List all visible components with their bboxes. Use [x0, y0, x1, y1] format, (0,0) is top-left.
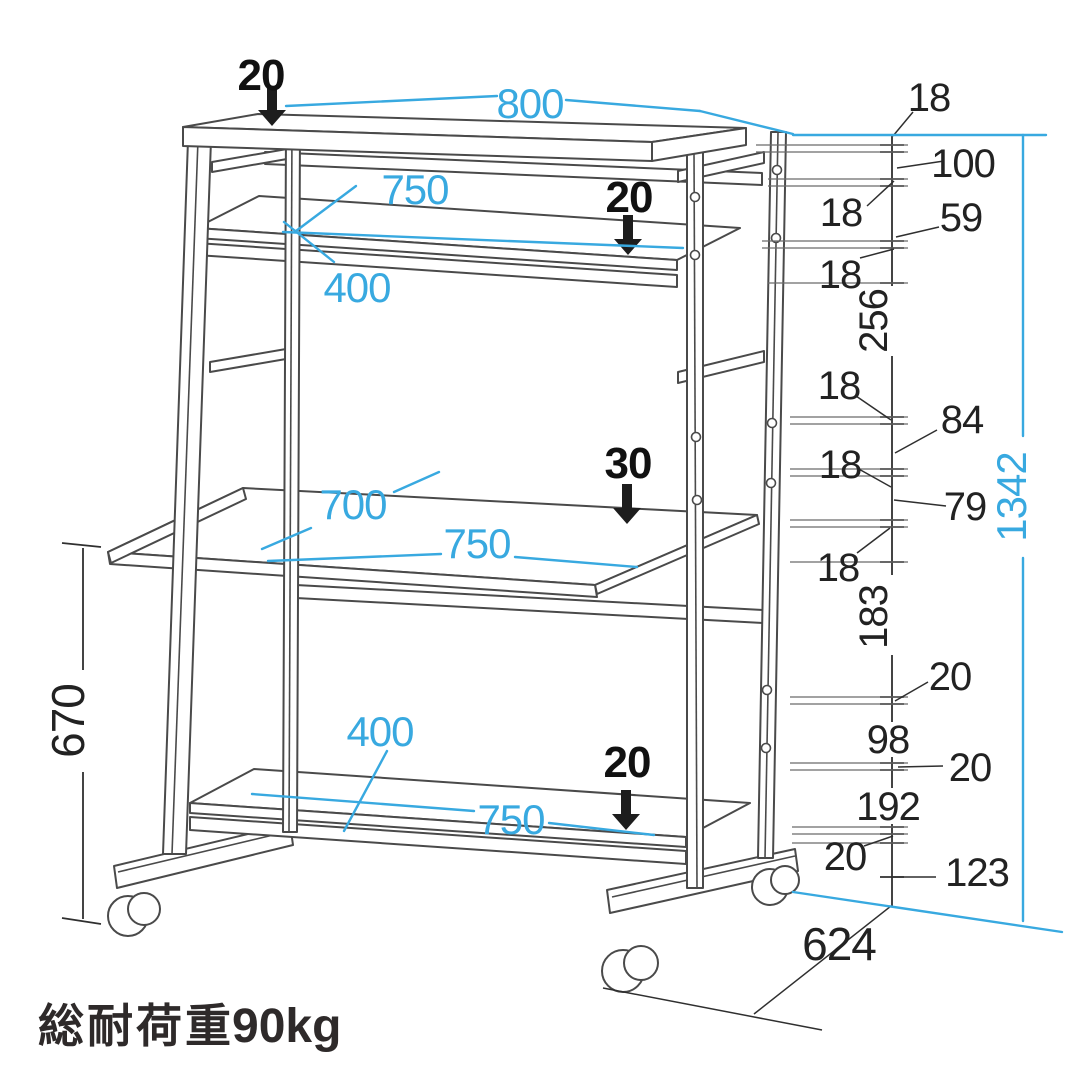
top-width-label: 800	[496, 80, 563, 127]
load-label-bottom: 20	[604, 738, 651, 787]
chain-label-98: 98	[867, 718, 910, 762]
down-arrow-icon	[258, 86, 286, 126]
height-dimension-chain: 18 100 18 59 18 256 18 84 18 79 18 183 2…	[602, 76, 1010, 1031]
chain-label-18: 18	[820, 191, 863, 235]
bottom-shelf	[189, 768, 751, 865]
chain-label-20: 20	[824, 835, 867, 879]
overall-height-label: 1342	[988, 452, 1035, 541]
chain-label-18: 18	[819, 253, 862, 297]
chain-label-59: 59	[940, 196, 983, 240]
desk-illustration	[107, 113, 800, 993]
caption: 総耐荷重 90kg	[38, 1000, 341, 1053]
down-arrow-icon	[612, 790, 640, 830]
chain-label-192: 192	[856, 785, 920, 829]
load-label-desk: 30	[605, 439, 652, 488]
middle-shelf-width-label: 750	[381, 166, 448, 213]
down-arrow-icon	[613, 484, 641, 524]
caster-height-label: 123	[945, 851, 1009, 895]
middle-shelf-depth-label: 400	[323, 264, 390, 311]
bottom-shelf-depth-label: 400	[346, 708, 413, 755]
load-arrows: 20 20 30 20	[238, 51, 653, 830]
chain-label-18: 18	[818, 364, 861, 408]
desk-depth-label: 700	[319, 481, 386, 528]
cyan-dimensions: 800 1342 750 400 700 750 400 750	[250, 80, 1064, 934]
desk-width-label: 750	[443, 520, 510, 567]
chain-label-18: 18	[819, 443, 862, 487]
bottom-shelf-width-label: 750	[477, 796, 544, 843]
caption-value: 90kg	[232, 1000, 341, 1053]
cyan-lines	[250, 94, 1064, 934]
chain-label-183: 183	[852, 585, 896, 649]
load-label-top: 20	[238, 51, 285, 100]
leader-lines	[602, 111, 947, 1031]
chain-label-18: 18	[908, 76, 951, 120]
chain-label-256: 256	[852, 289, 896, 353]
caster-wheels	[107, 865, 800, 993]
base-depth-label: 624	[802, 918, 876, 970]
chain-label-18: 18	[817, 546, 860, 590]
chain-label-79: 79	[944, 485, 987, 529]
load-label-middle: 20	[606, 173, 653, 222]
middle-shelf	[195, 195, 741, 288]
desk-height-dimension: 670	[42, 542, 102, 925]
chain-label-20: 20	[929, 655, 972, 699]
caption-label: 総耐荷重	[38, 1000, 234, 1052]
chain-label-84: 84	[941, 398, 984, 442]
desk-surface	[107, 487, 760, 598]
chain-label-100: 100	[931, 142, 995, 186]
post-holes	[689, 164, 783, 754]
extension-lines	[756, 144, 908, 844]
chain-label-20: 20	[949, 746, 992, 790]
top-shelf	[182, 113, 747, 162]
desk-height-label: 670	[42, 684, 94, 758]
